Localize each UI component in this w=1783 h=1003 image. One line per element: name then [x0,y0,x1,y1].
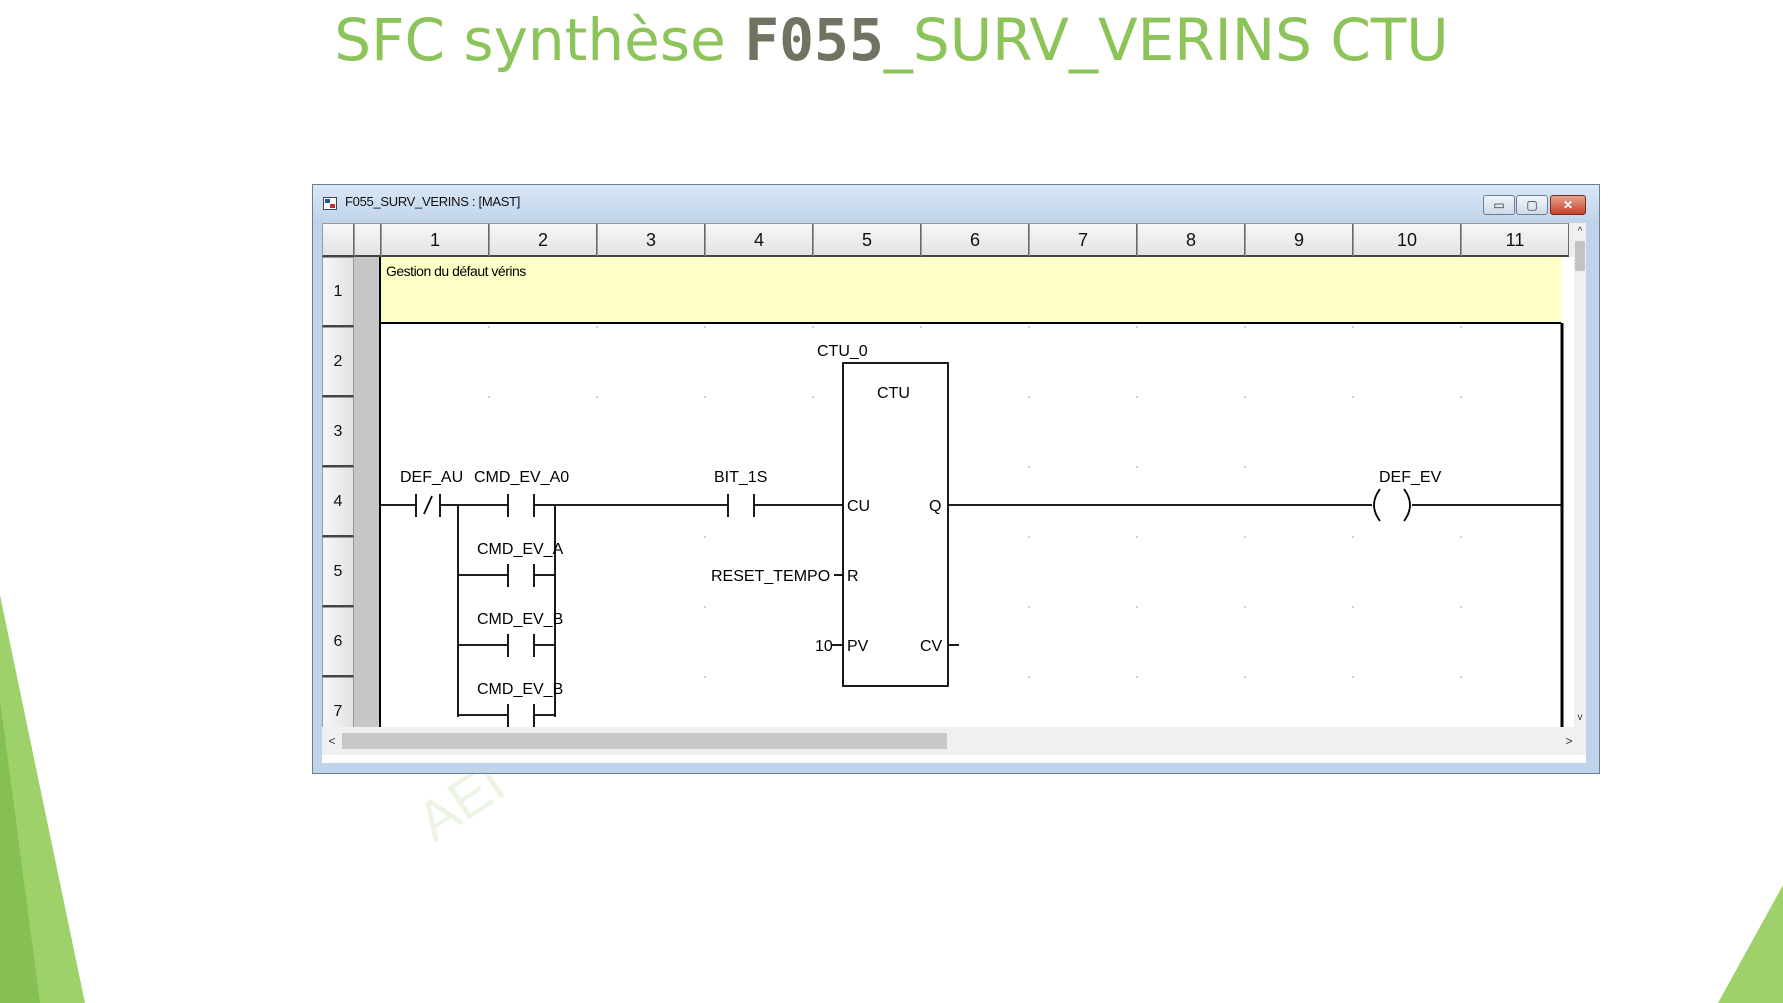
slide-title-code: F055 [744,6,884,74]
horizontal-scrollbar[interactable]: < > [322,727,1586,755]
label-pin-q: Q [929,498,941,515]
label-cmd-ev-b1: CMD_EV_B [477,681,563,698]
corner-cell-2 [354,223,381,257]
column-header-cell[interactable]: 5 [813,223,921,257]
coil-def-ev-left [1373,488,1381,522]
slide-title-suffix: _SURV_VERINS CTU [883,6,1449,74]
corner-cell [322,223,354,257]
contact-def-au-slash [423,495,433,515]
row-header: 1 2 3 4 5 6 7 [322,257,354,747]
column-header-cell[interactable]: 6 [921,223,1029,257]
right-green-triangle [1718,885,1783,1003]
label-pin-cu: CU [847,498,870,515]
row-header-cell[interactable]: 6 [322,607,354,677]
label-pin-r: R [847,568,859,585]
scroll-up-icon[interactable]: ^ [1577,226,1583,237]
row-header-cell[interactable]: 3 [322,397,354,467]
scroll-left-icon[interactable]: < [328,734,336,748]
row-header-cell[interactable]: 2 [322,327,354,397]
close-button[interactable]: ✕ [1550,195,1586,215]
slide-title: SFC synthèse F055_SURV_VERINS CTU [0,4,1783,76]
column-header-cell[interactable]: 9 [1245,223,1353,257]
column-header: 1 2 3 4 5 6 7 8 9 10 11 [322,223,1574,257]
left-power-rail-margin [354,257,381,727]
minimize-button[interactable]: ▭ [1483,195,1515,215]
label-pin-pv: PV [847,638,869,655]
scroll-down-icon[interactable]: v [1577,712,1583,723]
maximize-button[interactable]: ▢ [1516,195,1548,215]
rung-comment[interactable]: Gestion du défaut vérins [381,257,1561,324]
ctu-block [842,362,949,687]
ladder-editor-icon [323,197,337,210]
window-titlebar[interactable]: F055_SURV_VERINS : [MAST] ▭ ▢ ✕ [313,185,1599,219]
window-title: F055_SURV_VERINS : [MAST] [345,194,521,209]
row-header-cell[interactable]: 4 [322,467,354,537]
label-cmd-ev-a0: CMD_EV_A0 [474,469,569,486]
row-header-cell[interactable]: 5 [322,537,354,607]
column-header-cell[interactable]: 3 [597,223,705,257]
label-pin-cv: CV [920,638,943,655]
slide-title-prefix: SFC synthèse [334,6,745,74]
column-header-cell[interactable]: 2 [489,223,597,257]
label-def-ev: DEF_EV [1379,469,1442,486]
vertical-scroll-thumb[interactable] [1575,241,1585,271]
coil-def-ev-right [1403,488,1411,522]
left-green-triangle-dark [0,700,40,1003]
ladder-grid[interactable] [381,257,1574,727]
column-header-cell[interactable]: 10 [1353,223,1461,257]
label-reset-tempo: RESET_TEMPO [711,568,830,585]
grid-dots [488,326,1462,678]
column-header-cell[interactable]: 8 [1137,223,1245,257]
label-cmd-ev-b0: CMD_EV_B [477,611,563,628]
ladder-diagram: DEF_AU CMD_EV_A0 CMD_EV_A CMD_EV_B CMD_E… [381,323,1564,727]
column-header-cell[interactable]: 11 [1461,223,1569,257]
column-header-cell[interactable]: 1 [381,223,489,257]
label-def-au: DEF_AU [400,469,463,486]
row-header-cell[interactable]: 1 [322,257,354,327]
label-ctu-instance: CTU_0 [817,343,868,360]
column-header-cell[interactable]: 4 [705,223,813,257]
vertical-scrollbar[interactable]: ^ v [1574,223,1586,727]
ladder-editor[interactable]: 1 2 3 4 5 6 7 8 9 10 11 1 2 3 4 5 6 7 Ge… [322,223,1586,763]
label-cmd-ev-a1: CMD_EV_A [477,541,564,558]
ladder-editor-window: F055_SURV_VERINS : [MAST] ▭ ▢ ✕ 1 2 3 4 … [312,184,1600,774]
scroll-right-icon[interactable]: > [1565,734,1573,748]
label-pv-value: 10 [815,638,833,655]
label-ctu-type: CTU [877,385,910,402]
horizontal-scroll-thumb[interactable] [342,733,947,749]
column-header-cell[interactable]: 7 [1029,223,1137,257]
label-bit-1s: BIT_1S [714,469,767,486]
